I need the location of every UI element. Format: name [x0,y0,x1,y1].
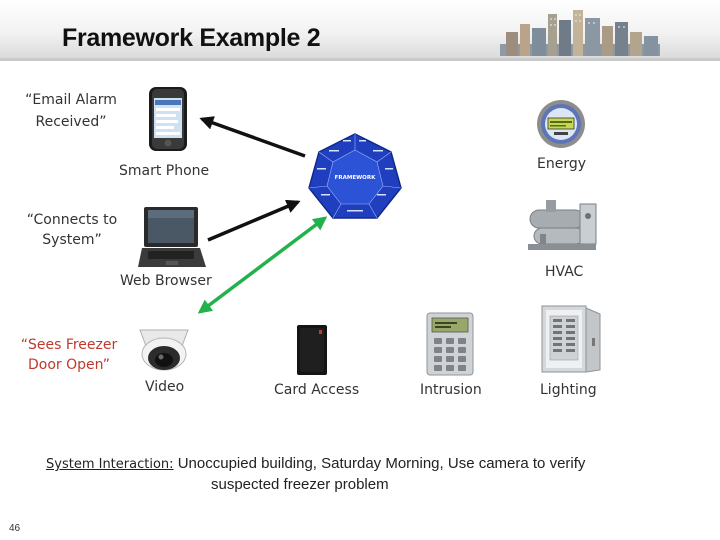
system-interaction-text: System Interaction: Unoccupied building,… [46,454,585,495]
card-reader-icon [297,325,327,375]
web-browser-label: Web Browser [120,273,212,289]
lighting-label: Lighting [540,382,597,398]
intrusion-keypad-icon [426,312,474,376]
system-interaction-line1: Unoccupied building, Saturday Morning, U… [177,455,586,472]
laptop-icon [138,207,206,267]
lighting-panel-icon [541,305,601,373]
framework-hub-text: FRAMEWORK [335,175,376,181]
hvac-chiller-icon [528,200,597,250]
quote-connects-to-system: “Connects to System” [26,212,118,248]
framework-hub-icon: FRAMEWORK [308,133,402,219]
quote-email-alarm: “Email Alarm Received” [25,92,117,130]
arrow-hub-to-video [197,216,328,314]
video-camera-icon [139,329,189,371]
energy-meter-icon [537,100,585,148]
page-number: 46 [9,523,21,534]
arrow-browser-to-hub [207,199,301,242]
slide-title: Framework Example 2 [62,24,321,52]
smart-phone-icon [149,87,187,151]
hvac-label: HVAC [545,264,584,280]
arrow-hub-to-phone [199,116,306,158]
energy-label: Energy [537,156,587,172]
header-divider [0,58,720,61]
video-label: Video [145,379,185,395]
smart-phone-label: Smart Phone [119,163,210,179]
city-skyline-image [500,10,660,56]
system-interaction-label: System Interaction: [46,457,174,472]
intrusion-label: Intrusion [420,382,482,398]
quote-sees-freezer: “Sees Freezer Door Open” [20,337,118,373]
system-interaction-line2: suspected freezer problem [211,476,389,493]
card-access-label: Card Access [274,382,360,398]
